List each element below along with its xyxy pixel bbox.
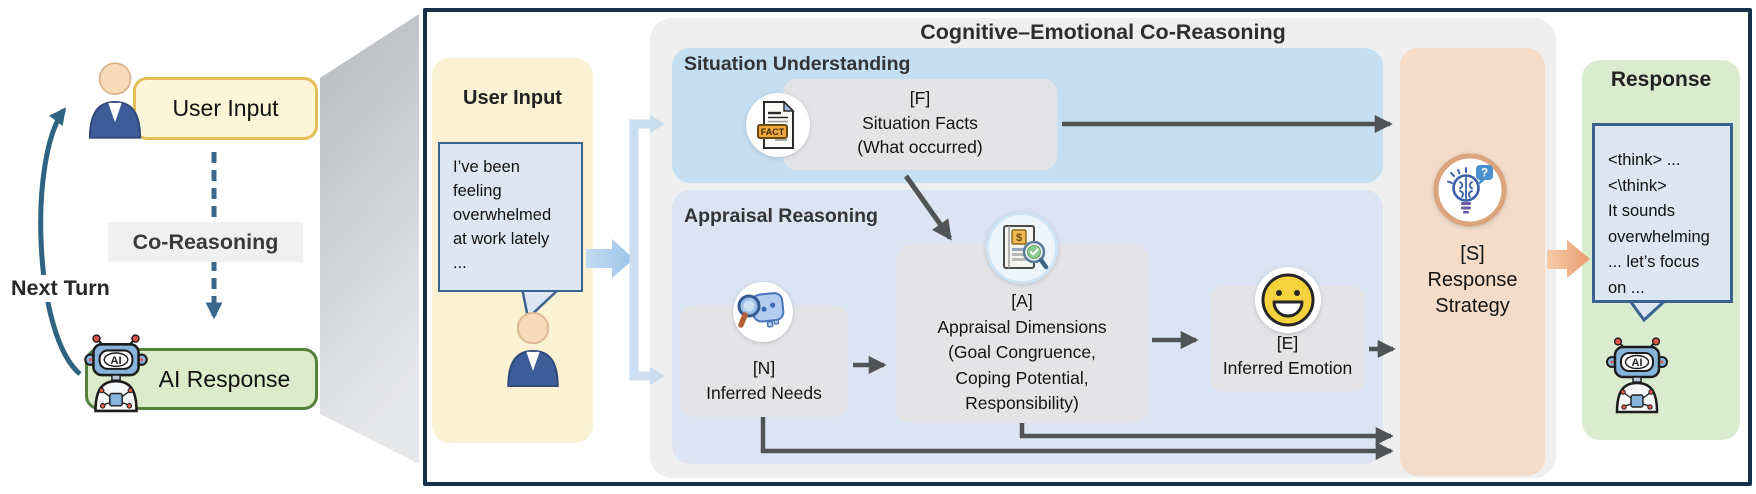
cycle-user-input-box: User Input <box>133 77 318 140</box>
response-speech-bubble: <think> ... <\think> It sounds overwhelm… <box>1592 123 1733 303</box>
situation-facts-text: [F] Situation Facts (What occurred) <box>857 88 983 157</box>
response-strategy-text: [S] Response Strategy <box>1427 243 1518 317</box>
inferred-emotion-text: [E] Inferred Emotion <box>1222 333 1353 378</box>
response-strategy-panel <box>1400 48 1545 476</box>
question-mark-text: ? <box>1481 166 1488 180</box>
appraisal-dimensions-text: [A] Appraisal Dimensions (Goal Congruenc… <box>937 291 1107 413</box>
situation-understanding-header: Situation Understanding <box>684 53 911 75</box>
co-reasoning-title: Cognitive–Emotional Co-Reasoning <box>920 20 1286 44</box>
user-input-title: User Input <box>463 87 562 109</box>
cycle-ai-response-label: AI Response <box>158 365 291 392</box>
appraisal-reasoning-header: Appraisal Reasoning <box>684 205 878 227</box>
next-turn-label: Next Turn <box>8 275 113 302</box>
appraisal-dimensions-icon: $ <box>986 212 1058 284</box>
strategy-idea-icon: ? <box>1433 153 1507 227</box>
cycle-user-input-label: User Input <box>172 95 279 121</box>
inferred-needs-text: [N] Inferred Needs <box>706 358 822 403</box>
dollar-sign-text: $ <box>1016 232 1022 244</box>
ai-robot-icon: AI <box>84 334 148 413</box>
user-person-icon <box>88 62 142 139</box>
user-speech-bubble: I’ve been feeling overwhelmed at work la… <box>438 142 583 292</box>
response-title: Response <box>1610 68 1712 91</box>
response-robot-icon: AI <box>1606 337 1668 414</box>
fact-badge-text: FACT <box>761 127 785 137</box>
inferred-needs-icon <box>733 282 793 342</box>
fact-document-icon: FACT <box>746 93 810 157</box>
user-person-icon-small <box>507 311 559 388</box>
robot-screen-text: AI <box>110 355 121 367</box>
emotion-smiley-icon <box>1255 267 1321 333</box>
situation-facts-node <box>783 79 1057 170</box>
next-turn-curved-arrow <box>38 107 82 376</box>
robot-screen-text: AI <box>1632 357 1643 369</box>
co-reasoning-label: Co-Reasoning <box>108 222 303 262</box>
